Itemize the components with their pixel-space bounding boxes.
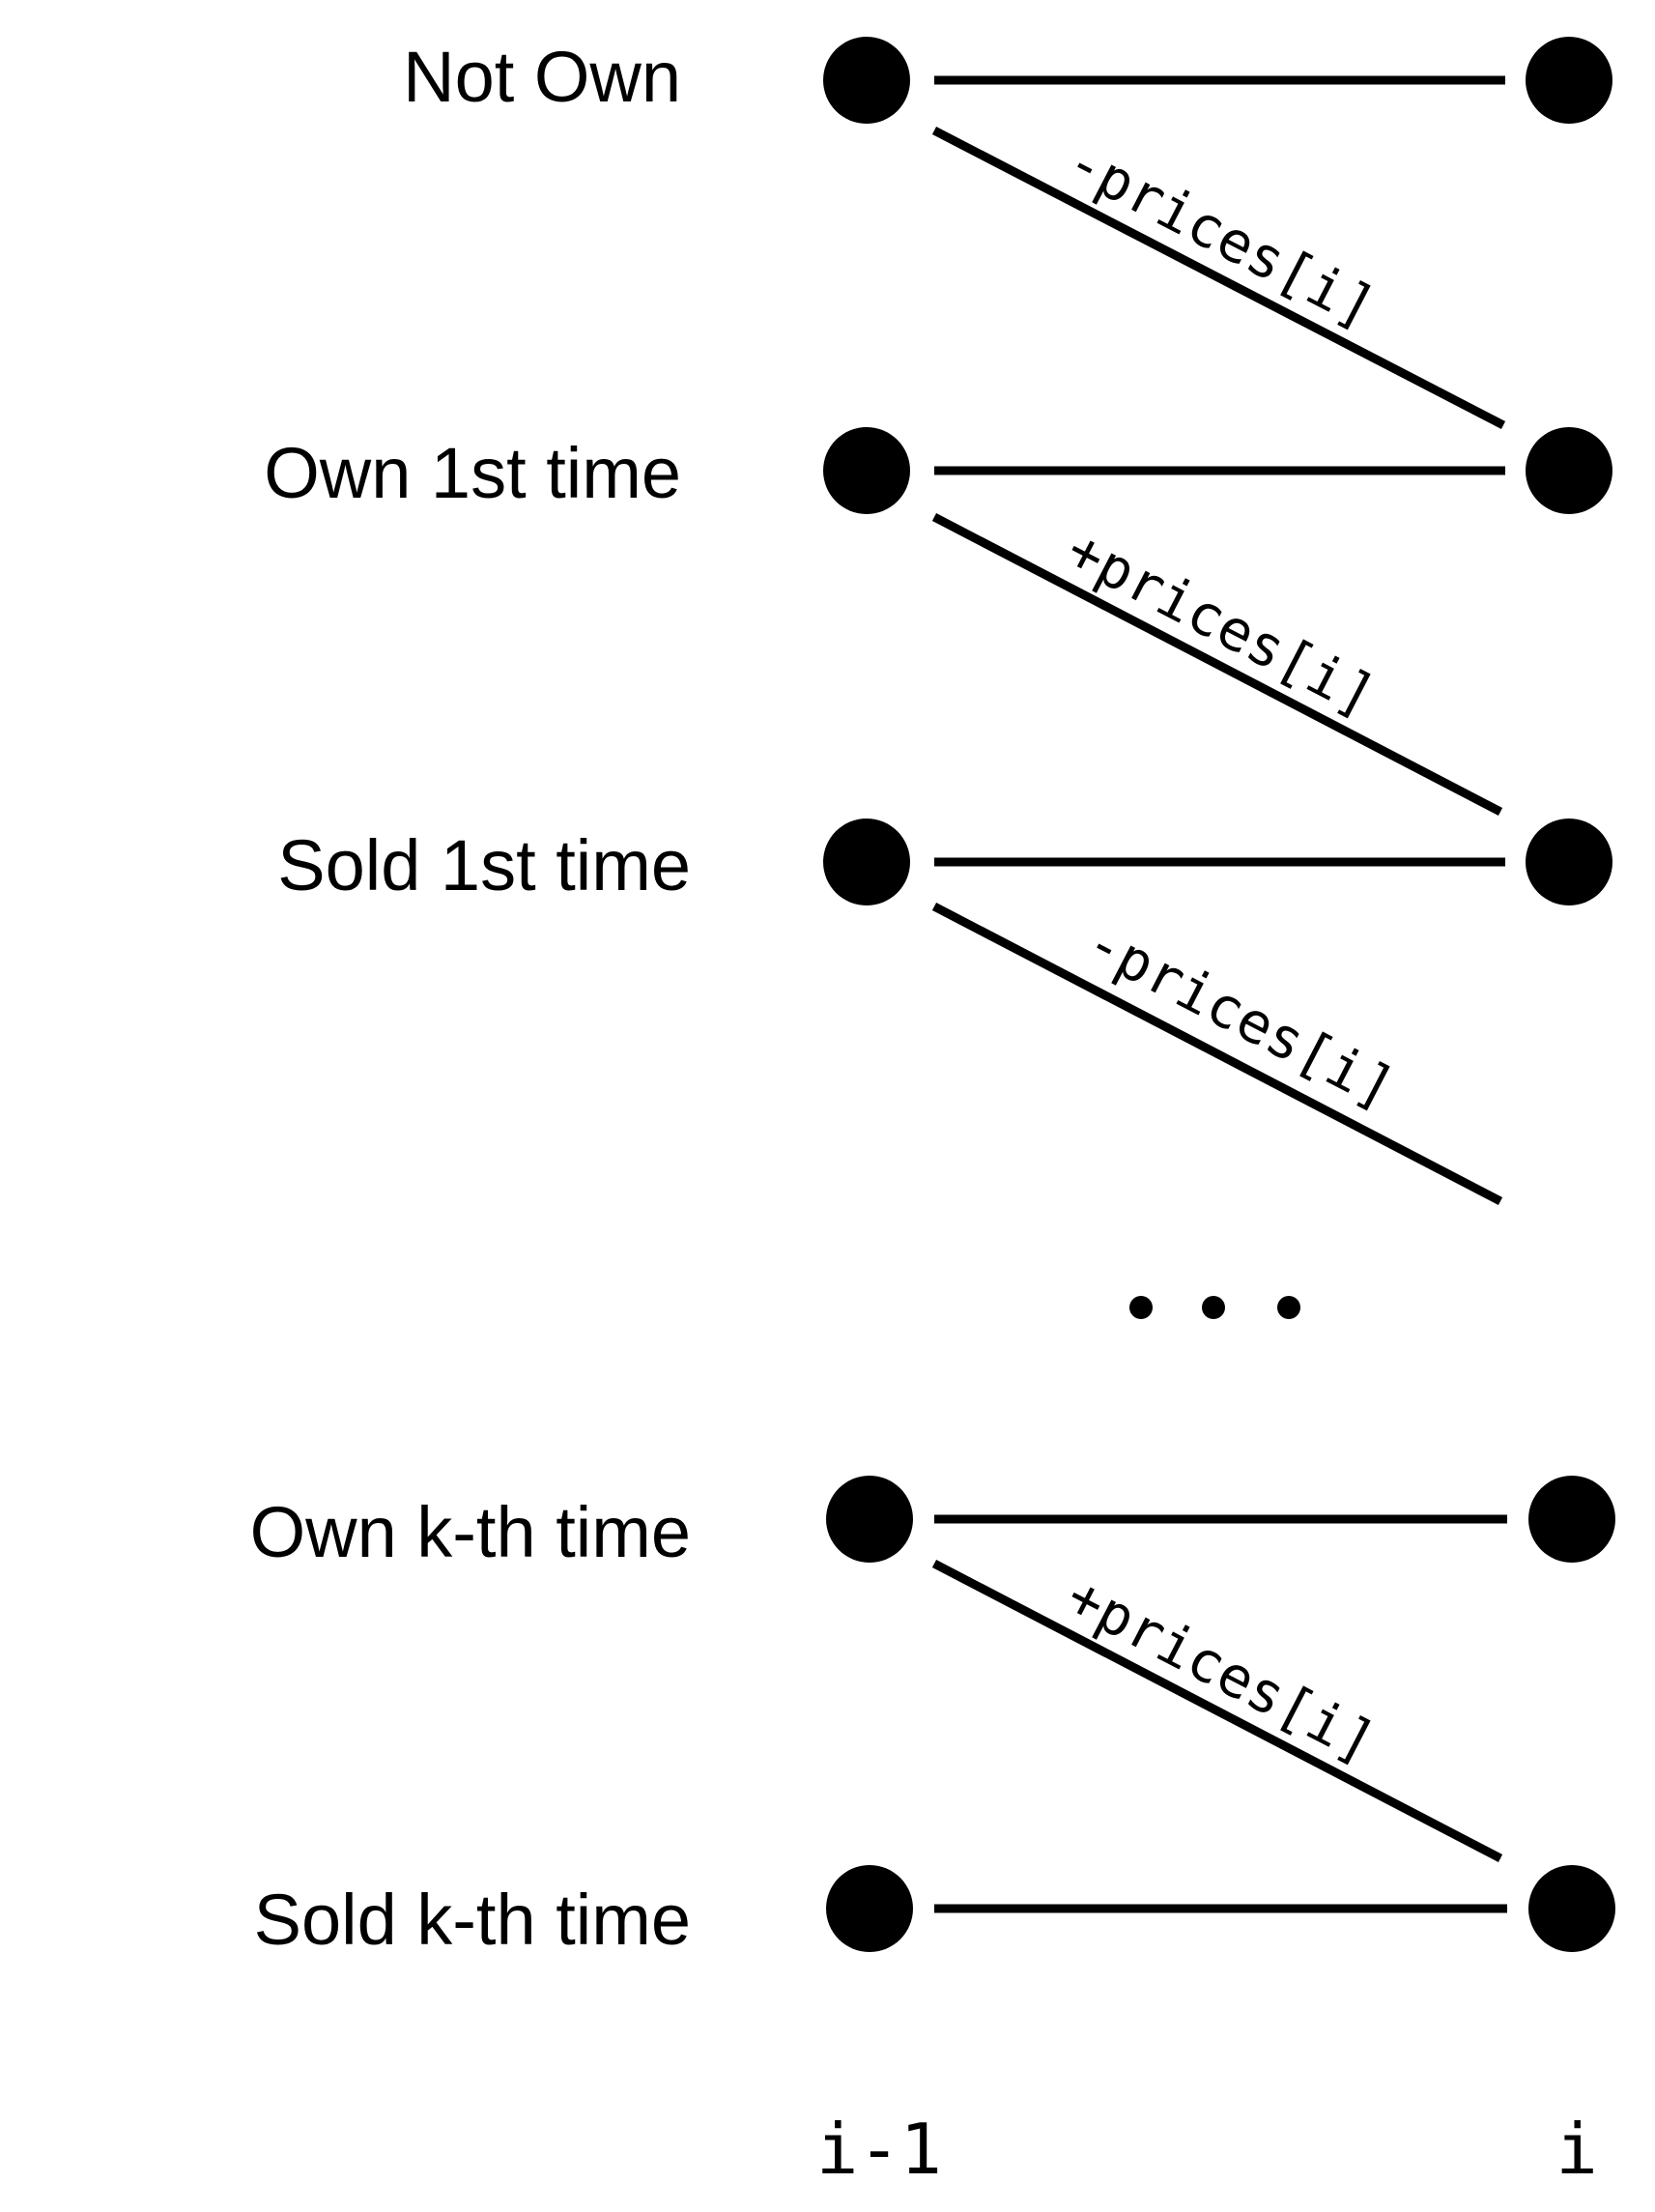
node-own-kth-curr: [1528, 1476, 1615, 1563]
state-label-not-own: Not Own: [403, 37, 681, 117]
edge-label-buy-1st: -prices[i]: [1057, 128, 1386, 341]
ellipsis-dot: [1129, 1296, 1153, 1319]
edge-label-buy-next: -prices[i]: [1076, 908, 1406, 1122]
axis-label-curr: i: [1555, 2109, 1597, 2190]
node-own-1st-prev: [823, 427, 910, 514]
state-label-own-1st: Own 1st time: [264, 433, 681, 513]
edge-label-sell-kth: +prices[i]: [1057, 1563, 1386, 1776]
node-sold-1st-prev: [823, 819, 910, 905]
node-not-own-curr: [1526, 37, 1612, 124]
ellipsis-dot: [1202, 1296, 1225, 1319]
node-sold-kth-prev: [826, 1865, 913, 1952]
node-own-1st-curr: [1526, 427, 1612, 514]
axis-label-prev: i-1: [816, 2109, 942, 2190]
node-own-kth-prev: [826, 1476, 913, 1563]
state-label-sold-kth: Sold k-th time: [254, 1880, 691, 1960]
arrow-sell-kth: [931, 1560, 1503, 1862]
arrow-sell-1st: [931, 513, 1503, 816]
node-not-own-prev: [823, 37, 910, 124]
state-label-own-kth: Own k-th time: [250, 1492, 691, 1572]
ellipsis-dot: [1277, 1296, 1300, 1319]
state-label-sold-1st: Sold 1st time: [277, 825, 691, 905]
node-sold-kth-curr: [1528, 1865, 1615, 1952]
ellipsis: [1129, 1296, 1300, 1319]
node-sold-1st-curr: [1526, 819, 1612, 905]
arrow-buy-1st: [931, 127, 1506, 429]
arrow-buy-next: [931, 903, 1503, 1205]
edge-label-sell-1st: +prices[i]: [1057, 516, 1386, 730]
